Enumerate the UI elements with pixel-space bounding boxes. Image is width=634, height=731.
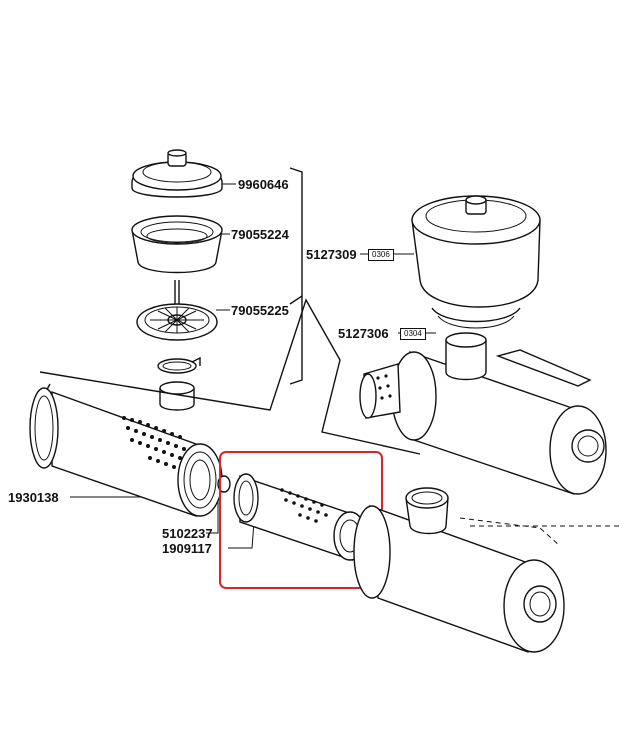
hose-clamp-drawing — [157, 356, 201, 374]
upper-housing-drawing — [359, 195, 607, 495]
group-bracket — [289, 167, 303, 385]
label-main-filter: 1930138 — [8, 490, 59, 505]
main-filter-element-drawing — [29, 387, 231, 517]
label-impeller: 79055225 — [231, 303, 289, 318]
impeller-drawing — [136, 280, 218, 341]
label-gasket: 5102237 — [162, 526, 213, 541]
precleaner-cover-drawing — [131, 149, 223, 198]
label-assembly-bottom: 5127306 — [338, 326, 389, 341]
lower-housing-drawing — [353, 487, 620, 653]
label-cartridge: 79055224 — [231, 227, 290, 242]
label-cover: 9960646 — [238, 177, 289, 192]
safety-filter-element-drawing — [233, 473, 367, 561]
precleaner-cup-drawing — [131, 215, 223, 274]
assembly-top-code-box: 0306 — [368, 249, 394, 261]
assembly-bottom-code-box: 0304 — [400, 328, 426, 340]
label-assembly-top: 5127309 — [306, 247, 357, 262]
label-safety-filter: 1909117 — [162, 541, 212, 556]
